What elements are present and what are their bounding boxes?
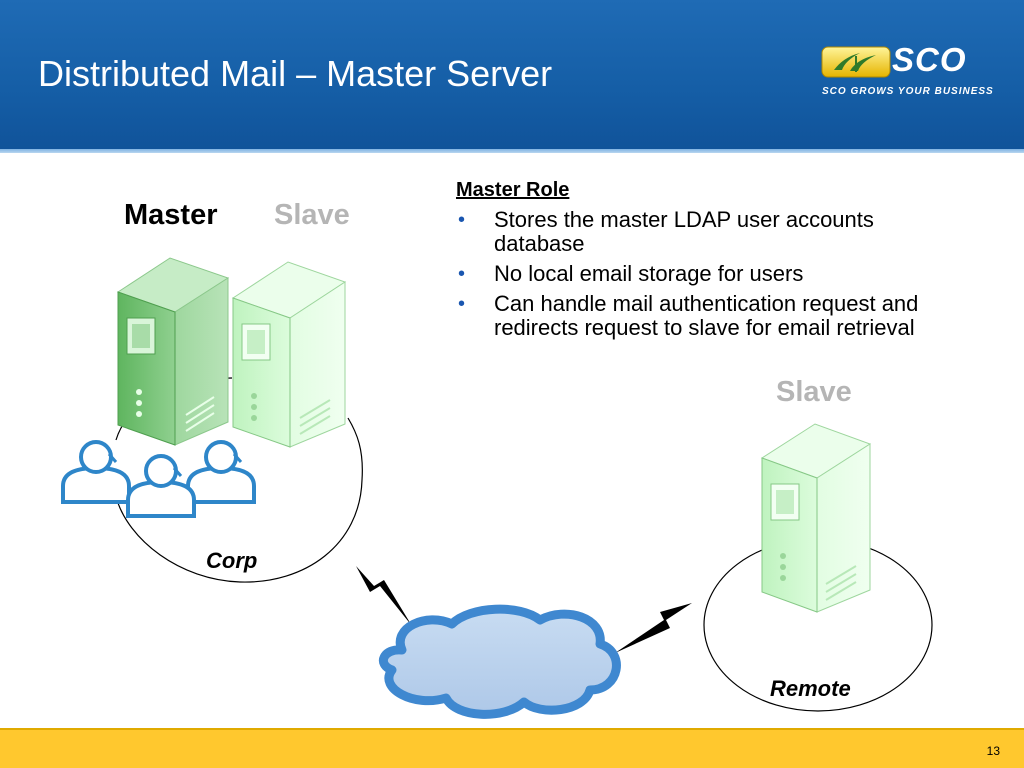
corp-link-lightning-icon	[356, 566, 412, 626]
header-divider	[0, 149, 1024, 153]
corp-slave-server-icon	[231, 261, 347, 448]
footer-divider	[0, 728, 1024, 730]
page-number: 13	[986, 744, 1000, 758]
user-icon-center	[126, 454, 196, 518]
slide-title: Distributed Mail – Master Server	[38, 53, 553, 94]
master-label: Master	[124, 199, 218, 231]
corp-site-label: Corp	[206, 548, 258, 573]
master-server-icon	[116, 257, 230, 446]
sco-logo-emblem-icon	[821, 46, 891, 78]
remote-link-lightning-icon	[615, 603, 692, 653]
sco-tagline: SCO GROWS YOUR BUSINESS	[822, 86, 994, 97]
slide-footer: 13	[0, 728, 1024, 768]
bullet-text: No local email storage for users	[494, 261, 804, 286]
remote-site-label: Remote	[770, 676, 851, 701]
list-item: • Can handle mail authentication request…	[456, 292, 966, 340]
remote-slave-label: Slave	[776, 376, 852, 408]
bullet-dot-icon: •	[458, 293, 466, 315]
list-item: • Stores the master LDAP user accounts d…	[456, 208, 966, 256]
users-group-icon	[61, 440, 256, 518]
remote-slave-server-icon	[760, 423, 872, 613]
master-role-bullet-list: • Stores the master LDAP user accounts d…	[456, 208, 966, 340]
internet-cloud-icon	[379, 604, 621, 719]
corp-slave-label: Slave	[274, 199, 350, 231]
master-role-heading: Master Role	[456, 179, 570, 201]
sco-logo: SCO SCO GROWS YOUR BUSINESS	[820, 41, 994, 104]
bullet-dot-icon: •	[458, 209, 466, 231]
bullet-dot-icon: •	[458, 263, 466, 285]
user-icon-left	[61, 440, 131, 504]
slide-header: Distributed Mail – Master Server SCO SCO…	[0, 0, 1024, 149]
master-role-panel: Master Role • Stores the master LDAP use…	[456, 178, 966, 346]
sco-wordmark: SCO	[892, 41, 967, 78]
bullet-text: Stores the master LDAP user accounts dat…	[494, 207, 874, 256]
mail-topology-diagram	[61, 257, 933, 719]
user-icon-right	[186, 440, 256, 504]
bullet-text: Can handle mail authentication request a…	[494, 291, 919, 340]
list-item: • No local email storage for users	[456, 262, 966, 286]
